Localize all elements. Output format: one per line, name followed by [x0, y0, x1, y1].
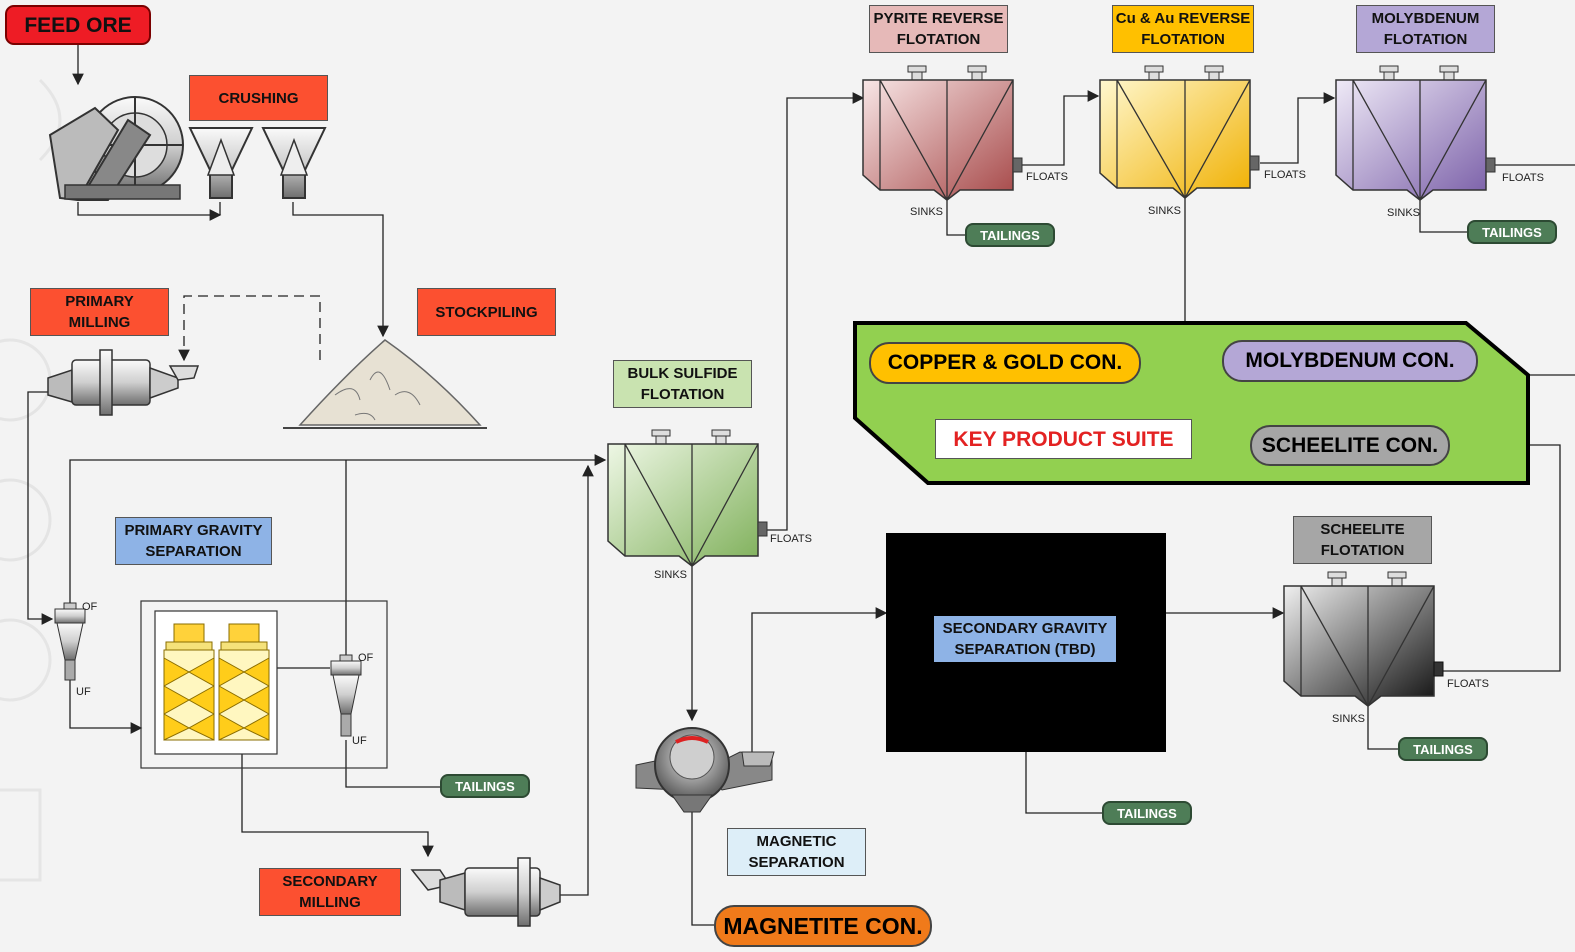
molybdenum-con-pill: MOLYBDENUM CON. — [1222, 340, 1478, 382]
floats-cu-au: FLOATS — [1264, 169, 1306, 181]
molybdenum-flotation-cell-icon — [1335, 65, 1496, 202]
pyrite-reverse-label: PYRITE REVERSE FLOTATION — [869, 5, 1008, 53]
tailings-secondary-gravity: TAILINGS — [1102, 801, 1192, 825]
tailings-scheelite: TAILINGS — [1398, 737, 1488, 761]
underflow-cyclone-1: UF — [76, 686, 91, 698]
secondary-mill-icon — [410, 857, 561, 927]
primary-gravity-label: PRIMARY GRAVITY SEPARATION — [115, 517, 272, 565]
crushing-label: CRUSHING — [189, 75, 328, 121]
cu-au-flotation-cell-icon — [1099, 65, 1260, 200]
sinks-molybdenum: SINKS — [1387, 207, 1421, 219]
primary-mill-icon — [47, 349, 200, 416]
magnetite-con-pill: MAGNETITE CON. — [714, 905, 932, 947]
overflow-cyclone-2: OF — [358, 652, 374, 664]
hydrocyclone-1-icon — [54, 602, 86, 681]
watermark — [0, 78, 62, 882]
tailings-pyrite: TAILINGS — [965, 223, 1055, 247]
scheelite-flotation-cell-icon — [1283, 571, 1444, 708]
magnetic-separation-label: MAGNETIC SEPARATION — [727, 828, 866, 876]
sinks-scheelite: SINKS — [1332, 713, 1366, 725]
primary-milling-label: PRIMARY MILLING — [30, 288, 169, 336]
tailings-primary-gravity: TAILINGS — [440, 774, 530, 798]
jaw-crusher-icon — [48, 96, 184, 202]
floats-bulk: FLOATS — [770, 533, 812, 545]
bulk-sulfide-label: BULK SULFIDE FLOTATION — [613, 360, 752, 408]
bulk-sulfide-flotation-cell-icon — [607, 429, 768, 568]
tailings-molybdenum: TAILINGS — [1467, 220, 1557, 244]
gravity-plant-icon — [140, 600, 388, 769]
cu-au-reverse-label: Cu & Au REVERSE FLOTATION — [1112, 5, 1254, 53]
scheelite-con-pill: SCHEELITE CON. — [1250, 425, 1450, 466]
cone-crusher-1-icon — [188, 127, 254, 199]
overflow-cyclone-1: OF — [82, 601, 98, 613]
sinks-pyrite: SINKS — [910, 206, 944, 218]
sinks-cu-au: SINKS — [1148, 205, 1182, 217]
floats-scheelite: FLOATS — [1447, 678, 1489, 690]
molybdenum-flotation-label: MOLYBDENUM FLOTATION — [1356, 5, 1495, 53]
cone-crusher-2-icon — [261, 127, 327, 199]
floats-pyrite: FLOATS — [1026, 171, 1068, 183]
copper-gold-con-pill: COPPER & GOLD CON. — [869, 342, 1141, 384]
underflow-cyclone-2: UF — [352, 735, 367, 747]
secondary-milling-label: SECONDARY MILLING — [259, 868, 401, 916]
scheelite-flotation-label: SCHEELITE FLOTATION — [1293, 516, 1432, 564]
magnetic-separator-icon — [635, 727, 775, 813]
key-product-suite-label: KEY PRODUCT SUITE — [935, 419, 1192, 459]
pyrite-flotation-cell-icon — [862, 65, 1023, 202]
stockpiling-label: STOCKPILING — [417, 288, 556, 336]
hydrocyclone-2-icon — [330, 654, 362, 737]
secondary-gravity-label: SECONDARY GRAVITY SEPARATION (TBD) — [934, 616, 1116, 662]
floats-molybdenum: FLOATS — [1502, 172, 1544, 184]
feed-ore-label: FEED ORE — [5, 5, 151, 45]
stockpile-icon — [283, 339, 487, 429]
sinks-bulk: SINKS — [654, 569, 688, 581]
